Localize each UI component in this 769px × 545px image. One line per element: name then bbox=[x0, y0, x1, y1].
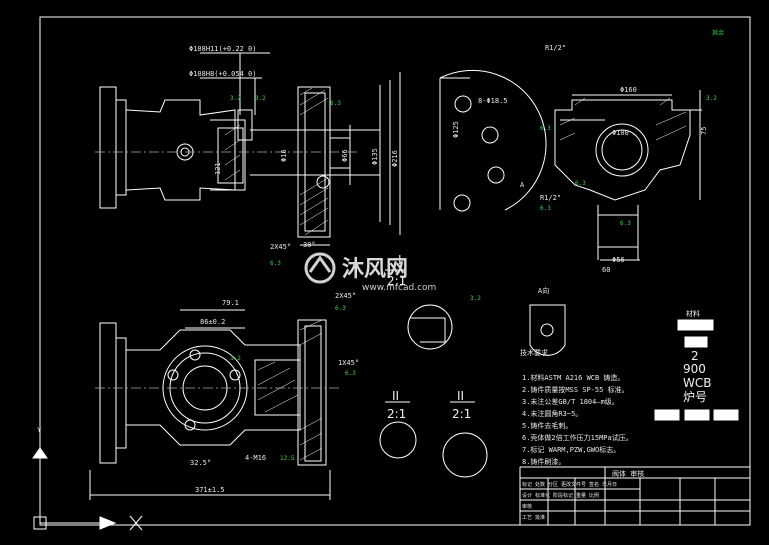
roughness-7: 6.3 bbox=[575, 180, 586, 187]
notes-title: 技术要求 bbox=[520, 348, 548, 357]
note-4: 4.未注圆角R3~5。 bbox=[522, 409, 582, 418]
dim-chamfer-2: 2X45° bbox=[335, 292, 356, 300]
material-header: 材料 bbox=[686, 309, 700, 318]
watermark-logo bbox=[304, 252, 336, 284]
dim-len-86: 86±0.2 bbox=[200, 318, 225, 326]
front-view-hatch bbox=[224, 87, 329, 236]
detail-1-scale: 2:1 bbox=[387, 274, 406, 288]
roughness-9: 6.3 bbox=[620, 220, 631, 227]
watermark-brand: 沐风网 bbox=[342, 257, 408, 282]
roughness-8: 6.3 bbox=[540, 205, 551, 212]
title-signature: 阀体 审核 bbox=[612, 469, 644, 478]
dim-r1-2: R1/2" bbox=[540, 194, 561, 202]
dim-d108h8: Φ108H8(+0.054 0) bbox=[189, 70, 256, 78]
dim-d108h11: Φ108H11(+0.22 0) bbox=[189, 45, 256, 53]
ucs-icon bbox=[32, 420, 117, 530]
title-row-2: 设计 标准化 阶段标记 重量 比例 bbox=[522, 492, 599, 499]
material-grade: WCB bbox=[683, 376, 711, 390]
material-block bbox=[654, 319, 739, 421]
title-row-4: 工艺 批准 bbox=[522, 514, 545, 521]
roughness-6: 3.2 bbox=[706, 95, 717, 102]
dim-d216: Φ216 bbox=[391, 150, 399, 167]
material-part: 炉号 bbox=[683, 390, 707, 404]
dim-d100: Φ100 bbox=[612, 129, 629, 137]
top-right-view bbox=[554, 90, 702, 261]
dim-d125: Φ125 bbox=[452, 121, 460, 138]
watermark-url: www.mfcad.com bbox=[362, 283, 436, 293]
material-number: 900 bbox=[683, 362, 706, 376]
dim-len-371: 371±1.5 bbox=[195, 486, 225, 494]
detail-view-1 bbox=[385, 269, 453, 350]
detail-view-3 bbox=[442, 401, 488, 478]
a-view-label: A向 bbox=[538, 286, 549, 295]
note-3: 3.未注公差GB/T 1804—m级。 bbox=[522, 397, 619, 406]
detail-1-id: I bbox=[398, 253, 402, 267]
roughness-4: 6.3 bbox=[270, 260, 281, 267]
roughness-12: 3.2 bbox=[230, 355, 241, 362]
dim-thread-spec: 4-M16 bbox=[245, 454, 266, 462]
detail-view-2 bbox=[379, 401, 417, 459]
roughness-10: 6.3 bbox=[335, 305, 346, 312]
section-view bbox=[89, 309, 331, 500]
roughness-3: 6.3 bbox=[330, 100, 341, 107]
dim-chamfer-1: 2X45° bbox=[270, 243, 291, 251]
drawing-frame bbox=[39, 16, 751, 526]
dim-hole-spec: 8-Φ18.5 bbox=[478, 97, 508, 105]
dim-angle-32: 32.5° bbox=[190, 459, 211, 467]
title-row-3: 审核 bbox=[522, 503, 532, 510]
front-view bbox=[99, 52, 401, 246]
ucs-y-label: Y bbox=[37, 426, 42, 434]
dim-d16: Φ16 bbox=[280, 149, 288, 162]
dim-w60: 60 bbox=[602, 266, 610, 274]
detail-2-id: II bbox=[392, 389, 399, 403]
note-8: 8.铸件刷漆。 bbox=[522, 457, 565, 466]
dim-len-79: 79.1 bbox=[222, 299, 239, 307]
dim-d66: Φ66 bbox=[341, 149, 349, 162]
flange-circle-view bbox=[439, 69, 547, 212]
roughness-11: 6.3 bbox=[345, 370, 356, 377]
note-1: 1.材料ASTM A216 WCB 铸造。 bbox=[522, 373, 624, 382]
dim-angle-30: 30° bbox=[303, 241, 316, 249]
note-6: 6.壳体做2倍工作压力15MPa试压。 bbox=[522, 433, 633, 442]
roughness-13: 12.5 bbox=[280, 455, 295, 462]
roughness-2: 3.2 bbox=[255, 95, 266, 102]
label-a-marker: A bbox=[520, 181, 525, 189]
detail-2-scale: 2:1 bbox=[387, 407, 406, 421]
title-row-1: 标记 处数 分区 更改文件号 签名 年月日 bbox=[522, 481, 617, 488]
dim-h121: 121 bbox=[214, 162, 222, 175]
material-label-2: 2 bbox=[691, 349, 699, 363]
title-block bbox=[520, 467, 750, 525]
crosshair-icon bbox=[129, 515, 143, 531]
top-right-hatch bbox=[559, 97, 687, 141]
detail-3-scale: 2:1 bbox=[452, 407, 471, 421]
note-2: 2.铸件质量按MSS SP-55 标准。 bbox=[522, 385, 629, 394]
roughness-14: 3.2 bbox=[470, 295, 481, 302]
roughness-5: 6.3 bbox=[540, 125, 551, 132]
detail-3-id: II bbox=[457, 389, 464, 403]
dim-h75: 75 bbox=[700, 127, 708, 135]
corner-mark: 其余 bbox=[712, 29, 724, 37]
dim-d56: Φ56 bbox=[612, 256, 625, 264]
dim-d160: Φ160 bbox=[620, 86, 637, 94]
label-r-half: R1/2" bbox=[545, 44, 566, 52]
note-7: 7.标记 WARM,PZW,GWO标志。 bbox=[522, 445, 620, 454]
dim-chamfer-3: 1X45° bbox=[338, 359, 359, 367]
detail-view-a bbox=[529, 304, 566, 356]
section-view-hatch bbox=[257, 319, 323, 461]
dim-d135: Φ135 bbox=[371, 148, 379, 165]
note-5: 5.铸件去毛刺。 bbox=[522, 421, 572, 430]
roughness-1: 3.2 bbox=[230, 95, 241, 102]
